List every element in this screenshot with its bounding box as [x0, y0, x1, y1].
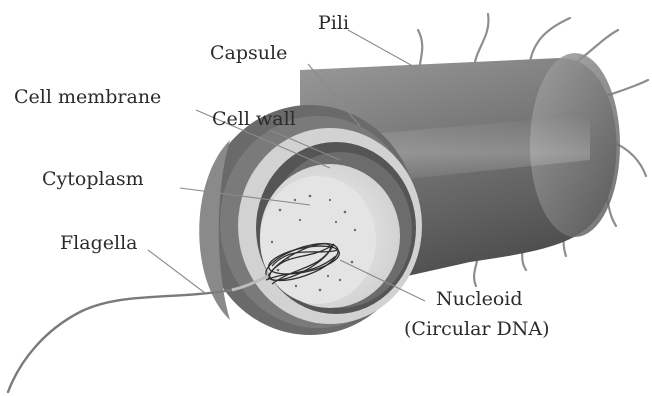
ribosome [351, 261, 354, 264]
ribosome [319, 289, 322, 292]
label-flagella: Flagella [60, 234, 137, 253]
ribosome [354, 229, 356, 231]
label-nucleoid: Nucleoid [436, 290, 523, 309]
label-cell-membrane: Cell membrane [14, 88, 161, 107]
ribosome [329, 199, 331, 201]
ribosome [335, 221, 337, 223]
pilus [530, 18, 570, 62]
flagellum [8, 290, 232, 392]
ribosome [277, 269, 280, 272]
leader-line-flagella [148, 250, 205, 293]
ribosome [339, 279, 341, 281]
ribosome [327, 275, 329, 277]
ribosome [344, 211, 347, 214]
label-pili: Pili [318, 14, 349, 33]
label-nucleoid-sub: (Circular DNA) [404, 320, 550, 339]
ribosome [299, 219, 301, 221]
ribosome [271, 241, 273, 243]
label-cell-wall: Cell wall [212, 110, 296, 129]
leader-line-pili [348, 30, 420, 70]
label-cytoplasm: Cytoplasm [42, 170, 144, 189]
ribosome [295, 285, 297, 287]
cytoplasm-inner [260, 176, 376, 304]
ribosome [279, 209, 282, 212]
ribosome [309, 195, 312, 198]
label-capsule: Capsule [210, 44, 287, 63]
ribosome [294, 199, 296, 201]
